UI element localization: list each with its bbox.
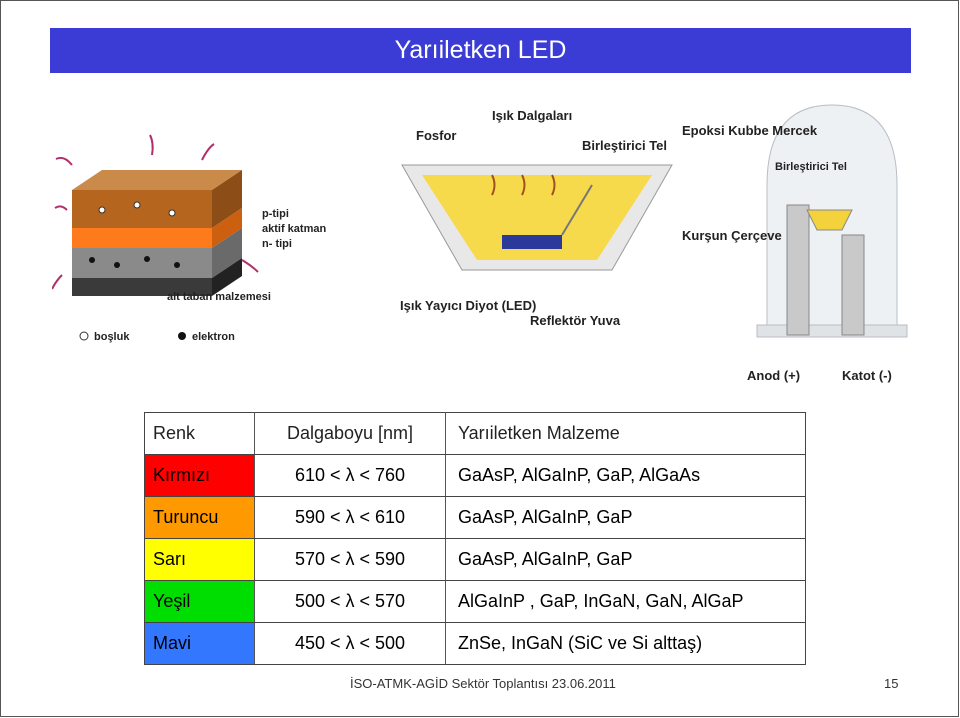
label-anode: Anod (+) [747, 368, 800, 383]
anode-lead-frame [786, 204, 810, 336]
header-material: Yarıiletken Malzeme [445, 412, 806, 455]
led-material-table: Renk Dalgaboyu [nm] Yarıiletken Malzeme … [144, 412, 806, 665]
cathode-lead-frame [841, 234, 865, 336]
color-cell: Turuncu [144, 496, 255, 539]
wavelength-cell: 570 < λ < 590 [254, 538, 446, 581]
table-row: Turuncu 590 < λ < 610 GaAsP, AlGaInP, Ga… [144, 496, 806, 539]
label-light-waves: Işık Dalgaları [492, 108, 572, 123]
color-cell: Yeşil [144, 580, 255, 623]
wavelength-cell: 500 < λ < 570 [254, 580, 446, 623]
label-reflector: Reflektör Yuva [530, 313, 621, 328]
label-lead-frame: Kurşun Çerçeve [682, 228, 782, 243]
title-text: Yarıiletken LED [394, 36, 567, 64]
phosphor-fill [422, 175, 652, 260]
label-active-layer: aktif katman [262, 223, 326, 235]
wavelength-cell: 450 < λ < 500 [254, 622, 446, 665]
material-cell: ZnSe, InGaN (SiC ve Si alttaş) [445, 622, 806, 665]
label-n-type: n- tipi [262, 238, 292, 250]
material-cell: GaAsP, AlGaInP, GaP [445, 538, 806, 581]
substrate-layer [72, 278, 212, 296]
color-cell: Sarı [144, 538, 255, 581]
footer-text: İSO-ATMK-AGİD Sektör Toplantısı 23.06.20… [350, 676, 616, 691]
wavelength-cell: 590 < λ < 610 [254, 496, 446, 539]
color-cell: Mavi [144, 622, 255, 665]
label-phosphor: Fosfor [416, 128, 456, 143]
layered-chip-figure: p-tipi aktif katman n- tipi alt taban ma… [52, 134, 326, 343]
chip-top [72, 170, 242, 190]
material-cell: GaAsP, AlGaInP, GaP, AlGaAs [445, 454, 806, 497]
led-illustration: p-tipi aktif katman n- tipi alt taban ma… [52, 104, 908, 383]
table-row: Yeşil 500 < λ < 570 AlGaInP , GaP, InGaN… [144, 580, 806, 623]
n-layer [72, 248, 212, 278]
wavelength-cell: 610 < λ < 760 [254, 454, 446, 497]
electron-marker [178, 332, 186, 340]
label-bond-wire: Birleştirici Tel [582, 138, 667, 153]
label-p-type: p-tipi [262, 208, 289, 220]
label-hole: boşluk [94, 331, 130, 343]
p-layer [72, 190, 212, 228]
label-epoxy-lens: Epoksi Kubbe Mercek [682, 123, 818, 138]
reflector-cup-figure: Fosfor Işık Dalgaları Birleştirici Tel I… [400, 108, 673, 328]
led-die [502, 235, 562, 249]
color-cell: Kırmızı [144, 454, 255, 497]
active-layer [72, 228, 212, 248]
table-row: Kırmızı 610 < λ < 760 GaAsP, AlGaInP, Ga… [144, 454, 806, 497]
header-wavelength: Dalgaboyu [nm] [254, 412, 446, 455]
table-row: Sarı 570 < λ < 590 GaAsP, AlGaInP, GaP [144, 538, 806, 581]
label-led-diode: Işık Yayıcı Diyot (LED) [400, 298, 536, 313]
material-cell: GaAsP, AlGaInP, GaP [445, 496, 806, 539]
slide-title: Yarıiletken LED [50, 28, 911, 73]
table-header-row: Renk Dalgaboyu [nm] Yarıiletken Malzeme [144, 412, 806, 455]
page-number: 15 [884, 676, 899, 691]
label-substrate: alt taban malzemesi [167, 291, 271, 303]
table-row: Mavi 450 < λ < 500 ZnSe, InGaN (SiC ve S… [144, 622, 806, 665]
material-cell: AlGaInP , GaP, InGaN, GaN, AlGaP [445, 580, 806, 623]
label-cathode: Katot (-) [842, 368, 892, 383]
label-electron: elektron [192, 331, 235, 343]
hole-marker [79, 331, 89, 341]
header-color: Renk [144, 412, 255, 455]
led-package-figure: Epoksi Kubbe Mercek Birleştirici Tel Kur… [682, 104, 908, 383]
label-bond-wire-2: Birleştirici Tel [775, 161, 847, 173]
